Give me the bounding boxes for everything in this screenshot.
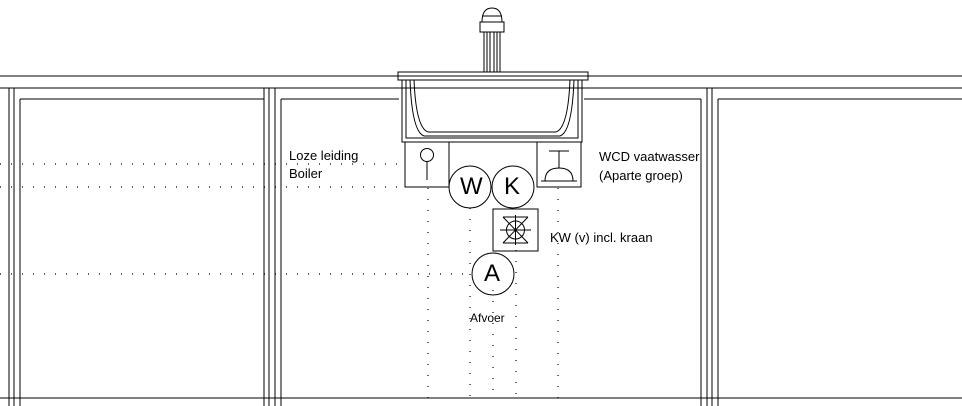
boiler-outlet-symbol <box>404 141 450 188</box>
sink <box>397 71 589 143</box>
w-symbol-letter: W <box>460 173 483 200</box>
a-symbol-letter: A <box>484 260 501 287</box>
wcd-vaatwasser-label: WCD vaatwasser <box>599 149 700 164</box>
aparte-groep-label: (Aparte groep) <box>599 168 683 183</box>
countertop <box>0 75 962 89</box>
boiler-label: Boiler <box>289 166 323 181</box>
water-circles <box>448 165 535 296</box>
valve-symbol <box>492 208 539 252</box>
kw-label: KW (v) incl. kraan <box>550 230 653 245</box>
afvoer-label: Afvoer <box>470 311 505 325</box>
socket-symbol <box>536 141 582 188</box>
loze-leiding-label: Loze leiding <box>289 148 359 163</box>
faucet <box>479 7 505 73</box>
k-symbol-letter: K <box>504 173 521 200</box>
cabinet-frames <box>0 88 962 406</box>
